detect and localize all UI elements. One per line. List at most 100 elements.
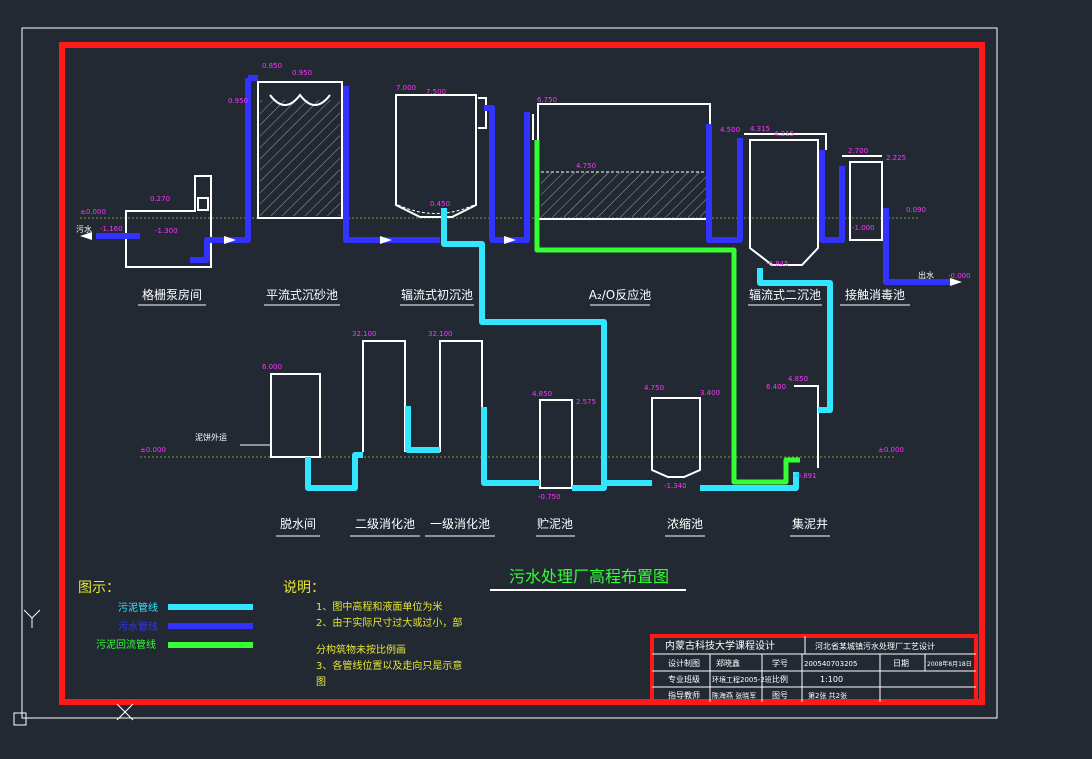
outer-frame bbox=[21, 27, 998, 719]
legend-sewage-label: 污水管线 bbox=[118, 620, 158, 633]
top-unit-labels: 格栅泵房间 平流式沉砂池 辐流式初沉池 A₂/O反应池 辐流式二沉池 接触消毒池 bbox=[142, 287, 905, 302]
label-ao: A₂/O反应池 bbox=[589, 287, 652, 302]
grit-hopper bbox=[269, 93, 331, 106]
notes-title: 说明： bbox=[283, 580, 325, 596]
label-screen-pump: 格栅泵房间 bbox=[142, 287, 202, 302]
legend-title: 图示： bbox=[78, 580, 120, 596]
svg-text:3、各管线位置以及走向只是示意: 3、各管线位置以及走向只是示意 bbox=[316, 659, 462, 672]
svg-text:4.215: 4.215 bbox=[774, 130, 794, 138]
label-primary: 辐流式初沉池 bbox=[401, 287, 473, 302]
label-thickener: 浓缩池 bbox=[667, 516, 703, 531]
red-border bbox=[59, 42, 985, 705]
outlet-label: 出水 bbox=[918, 270, 934, 280]
elevation-marks: ±0.000 0.270 -1.160 -1.300 0.950 0.850 0… bbox=[80, 62, 971, 501]
label-storage: 贮泥池 bbox=[537, 516, 573, 531]
sewage-pipeline bbox=[96, 75, 955, 285]
svg-text:学号: 学号 bbox=[772, 658, 788, 668]
svg-text:3.400: 3.400 bbox=[700, 389, 720, 397]
svg-text:±0.000: ±0.000 bbox=[878, 446, 904, 454]
label-digester-1: 一级消化池 bbox=[430, 517, 490, 531]
grit-hatch bbox=[260, 100, 340, 216]
svg-text:4.500: 4.500 bbox=[720, 126, 740, 134]
svg-text:图号: 图号 bbox=[772, 691, 788, 700]
svg-text:2008年8月18日: 2008年8月18日 bbox=[927, 660, 972, 668]
svg-text:陈海燕 张晓军: 陈海燕 张晓军 bbox=[712, 691, 756, 700]
screen-pump-house-outline bbox=[125, 175, 212, 268]
sludge-pipeline bbox=[305, 208, 833, 491]
pump-box bbox=[197, 197, 209, 211]
svg-text:-0.845: -0.845 bbox=[766, 260, 789, 268]
label-underlines bbox=[138, 304, 910, 537]
svg-text:环境工程2005-2班: 环境工程2005-2班 bbox=[712, 675, 772, 684]
flow-arrows bbox=[80, 232, 962, 286]
disinfection-tank-outline bbox=[849, 161, 883, 241]
svg-text:2.575: 2.575 bbox=[576, 398, 596, 406]
svg-text:4.315: 4.315 bbox=[750, 125, 770, 133]
legend: 图示： 污泥管线 污水管线 污泥回流管线 bbox=[78, 580, 253, 651]
svg-text:200540703205: 200540703205 bbox=[804, 660, 857, 668]
sludge-out-label: 泥饼外运 bbox=[195, 432, 227, 442]
project-name: 河北省某城镇污水处理厂工艺设计 bbox=[815, 641, 935, 651]
notes: 说明： 1、图中高程和液面单位为米 2、由于实际尺寸过大或过小，部 分构筑物未按… bbox=[283, 580, 462, 688]
legend-return-label: 污泥回流管线 bbox=[96, 638, 156, 651]
svg-text:图: 图 bbox=[316, 676, 326, 688]
label-disinfection: 接触消毒池 bbox=[845, 287, 905, 302]
primary-digester-outline bbox=[439, 340, 483, 452]
svg-text:7.000: 7.000 bbox=[396, 84, 416, 92]
label-digester-2: 二级消化池 bbox=[355, 517, 415, 531]
svg-text:0.950: 0.950 bbox=[292, 69, 312, 77]
svg-text:4.850: 4.850 bbox=[532, 390, 552, 398]
inlet-label: 污水 bbox=[76, 224, 92, 234]
svg-text:0.450: 0.450 bbox=[430, 200, 450, 208]
primary-clarifier-outline bbox=[395, 94, 477, 218]
svg-text:1:100: 1:100 bbox=[820, 675, 843, 684]
svg-text:4.750: 4.750 bbox=[576, 162, 596, 170]
svg-text:2.700: 2.700 bbox=[848, 147, 868, 155]
sludge-well-outline bbox=[794, 385, 819, 468]
svg-text:1、图中高程和液面单位为米: 1、图中高程和液面单位为米 bbox=[316, 600, 442, 613]
title-block bbox=[650, 634, 978, 704]
sludge-storage-outline bbox=[539, 399, 573, 489]
thickener-outline bbox=[651, 397, 701, 478]
svg-text:7.500: 7.500 bbox=[426, 88, 446, 96]
svg-text:±0.000: ±0.000 bbox=[80, 208, 106, 216]
bottom-unit-labels: 脱水间 二级消化池 一级消化池 贮泥池 浓缩池 集泥井 bbox=[280, 516, 828, 531]
svg-text:0.270: 0.270 bbox=[150, 195, 170, 203]
title-block-text: 内蒙古科技大学课程设计 河北省某城镇污水处理厂工艺设计 设计制图 郑晓鑫 学号 … bbox=[665, 639, 972, 700]
svg-text:指导教师: 指导教师 bbox=[668, 690, 700, 700]
svg-text:-1.160: -1.160 bbox=[100, 225, 123, 233]
label-sludge-well: 集泥井 bbox=[792, 516, 828, 531]
svg-text:6.400: 6.400 bbox=[766, 383, 786, 391]
svg-text:0.090: 0.090 bbox=[906, 206, 926, 214]
svg-text:-1.340: -1.340 bbox=[664, 482, 687, 490]
svg-text:第2张 共2张: 第2张 共2张 bbox=[808, 691, 847, 700]
grit-chamber-outline bbox=[257, 81, 343, 219]
primary-overflow bbox=[478, 97, 487, 129]
drawing-title: 污水处理厂高程布置图 bbox=[509, 567, 669, 586]
svg-text:4.750: 4.750 bbox=[644, 384, 664, 392]
return-sludge-pipeline bbox=[534, 140, 800, 485]
legend-sludge-label: 污泥管线 bbox=[118, 601, 158, 614]
ao-hatch bbox=[541, 172, 707, 217]
svg-text:2、由于实际尺寸过大或过小，部: 2、由于实际尺寸过大或过小，部 bbox=[316, 616, 462, 629]
svg-text:6.750: 6.750 bbox=[537, 96, 557, 104]
svg-text:-0.000: -0.000 bbox=[948, 272, 971, 280]
svg-text:分构筑物未按比例画: 分构筑物未按比例画 bbox=[316, 643, 406, 656]
svg-text:-0.750: -0.750 bbox=[538, 493, 561, 501]
svg-text:6.000: 6.000 bbox=[262, 363, 282, 371]
svg-text:专业班级: 专业班级 bbox=[668, 674, 700, 684]
svg-text:-1.000: -1.000 bbox=[852, 224, 875, 232]
svg-text:-0.891: -0.891 bbox=[794, 472, 817, 480]
svg-text:日期: 日期 bbox=[893, 659, 909, 668]
label-secondary: 辐流式二沉池 bbox=[749, 287, 821, 302]
svg-text:比例: 比例 bbox=[772, 674, 788, 684]
secondary-clarifier-outline bbox=[749, 139, 819, 266]
svg-text:2.225: 2.225 bbox=[886, 154, 906, 162]
svg-text:0.950: 0.950 bbox=[228, 97, 248, 105]
school-name: 内蒙古科技大学课程设计 bbox=[665, 639, 775, 652]
svg-text:4.850: 4.850 bbox=[788, 375, 808, 383]
secondary-digester-outline bbox=[362, 340, 406, 452]
svg-text:±0.000: ±0.000 bbox=[140, 446, 166, 454]
label-dewatering: 脱水间 bbox=[280, 516, 316, 531]
